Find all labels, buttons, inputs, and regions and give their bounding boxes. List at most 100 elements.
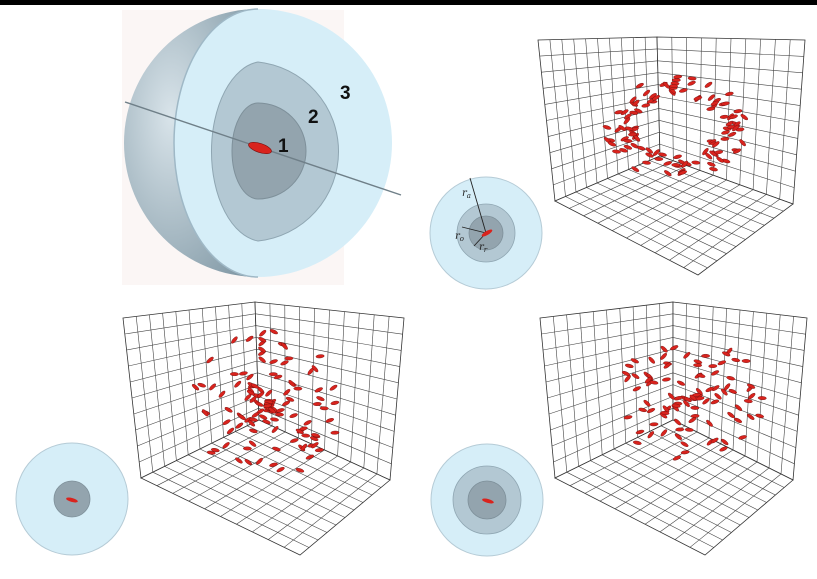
particle: [646, 407, 656, 414]
particle: [197, 382, 206, 388]
particle: [255, 457, 263, 465]
particle: [710, 437, 719, 444]
particle: [230, 372, 239, 377]
particle: [670, 345, 679, 351]
particle: [674, 433, 682, 440]
particle: [662, 377, 671, 382]
particle: [311, 433, 320, 438]
particle: [676, 380, 686, 386]
particle: [738, 435, 747, 440]
mini-particle: [481, 229, 493, 237]
particle: [663, 81, 670, 89]
mini-bl-particle: [66, 497, 78, 503]
particle: [734, 404, 743, 411]
particle: [635, 82, 644, 89]
particle: [678, 170, 688, 175]
top-border: [0, 0, 817, 5]
particle: [295, 428, 304, 434]
particle: [672, 455, 682, 461]
particle: [295, 468, 305, 473]
particle: [259, 414, 268, 420]
particle: [330, 400, 340, 405]
particle: [642, 160, 651, 165]
particle: [721, 438, 729, 446]
particle: [706, 419, 713, 427]
particle: [691, 160, 701, 165]
particle: [282, 400, 291, 407]
particle: [311, 442, 319, 449]
particle: [717, 360, 726, 366]
particle: [618, 125, 627, 131]
particle: [658, 152, 667, 157]
particle: [663, 362, 672, 369]
particle: [733, 417, 743, 423]
particle: [624, 363, 634, 369]
particle: [674, 418, 682, 426]
particle: [283, 389, 291, 396]
particle: [276, 408, 285, 413]
particle: [247, 419, 256, 427]
particle: [602, 125, 612, 130]
particle: [671, 163, 681, 167]
particle: [728, 389, 737, 394]
particle: [664, 170, 672, 177]
particle: [675, 427, 685, 432]
particle: [330, 430, 340, 435]
radius-r-label: rr: [479, 242, 488, 254]
particle: [311, 365, 319, 373]
particle: [218, 390, 226, 398]
particle: [645, 147, 653, 154]
particle: [262, 419, 271, 425]
central-particle: [248, 142, 272, 154]
particle: [710, 399, 720, 405]
zone-label-2: 2: [308, 107, 319, 128]
particle: [224, 407, 233, 413]
particle: [709, 167, 718, 172]
particle: [683, 351, 691, 359]
grid-floor: [554, 155, 794, 276]
particle: [238, 414, 246, 421]
particle: [632, 386, 641, 392]
particle: [280, 360, 289, 366]
grid-floor: [140, 419, 391, 556]
particle: [250, 383, 259, 389]
particle: [271, 426, 279, 433]
particle: [726, 376, 735, 381]
particle: [285, 396, 295, 402]
grid-floor: [554, 419, 794, 556]
particle: [687, 80, 696, 86]
mini-sphere-bottom-left: [15, 442, 129, 556]
particle: [669, 84, 678, 89]
mini-sphere-bottom-right: [430, 443, 544, 557]
particle: [249, 417, 258, 422]
particle: [631, 373, 640, 379]
particle: [293, 386, 303, 391]
particle: [629, 110, 639, 115]
particle: [284, 356, 294, 361]
particle: [680, 441, 689, 447]
grid-box-top-right: [537, 36, 806, 276]
zone-label-3: 3: [340, 83, 351, 104]
particle: [624, 375, 631, 383]
particle: [288, 379, 296, 387]
particle: [673, 154, 682, 159]
particle: [276, 467, 285, 473]
particle: [721, 130, 730, 135]
particle: [642, 89, 651, 97]
particle: [256, 391, 265, 398]
particle: [702, 398, 710, 405]
particle: [269, 462, 278, 467]
particle: [305, 454, 315, 460]
particle: [239, 371, 248, 376]
particle: [707, 161, 716, 167]
particle: [243, 446, 252, 451]
particle: [235, 422, 244, 429]
particle: [246, 389, 255, 396]
particle: [235, 457, 243, 464]
particle: [226, 427, 235, 435]
particle: [644, 376, 652, 384]
particle: [314, 387, 323, 393]
particle: [727, 411, 735, 419]
particle: [206, 356, 214, 364]
